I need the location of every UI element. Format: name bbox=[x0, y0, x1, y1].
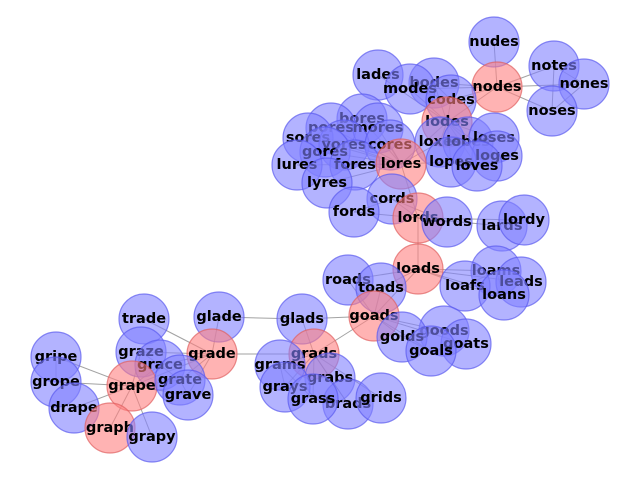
node-circle-grapy bbox=[126, 411, 178, 463]
node-grave: grave bbox=[162, 369, 214, 421]
node-nudes: nudes bbox=[468, 16, 520, 68]
node-label-words: words bbox=[422, 214, 472, 230]
node-nodes: nodes bbox=[471, 61, 523, 113]
node-grape: grape bbox=[106, 360, 158, 412]
node-graph: graph bbox=[84, 402, 136, 454]
node-label-modes: modes bbox=[383, 81, 437, 97]
node-label-lordy: lordy bbox=[503, 212, 545, 228]
node-circle-noses bbox=[526, 85, 578, 137]
node-circle-lordy bbox=[498, 194, 550, 246]
node-label-grids: grids bbox=[360, 390, 402, 406]
node-label-nodes: nodes bbox=[472, 79, 521, 95]
node-loans: loans bbox=[478, 269, 530, 321]
node-label-grape: grape bbox=[108, 378, 156, 394]
node-label-fords: fords bbox=[333, 204, 375, 220]
node-label-loafs: loafs bbox=[445, 278, 485, 294]
node-label-noses: noses bbox=[528, 103, 575, 119]
node-loafs: loafs bbox=[439, 260, 491, 312]
node-circle-loans bbox=[478, 269, 530, 321]
node-circle-fords bbox=[328, 186, 380, 238]
node-label-nones: nones bbox=[559, 76, 608, 92]
nodes-layer: nudesnotesnonesnosesnodesladesbodesmodes… bbox=[30, 16, 610, 463]
node-circle-goals bbox=[405, 325, 457, 377]
node-label-loans: loans bbox=[482, 287, 526, 303]
node-label-glade: glade bbox=[196, 309, 242, 325]
node-label-graph: graph bbox=[86, 420, 134, 436]
node-label-grapy: grapy bbox=[128, 429, 176, 445]
node-label-drape: drape bbox=[50, 400, 98, 416]
node-words: words bbox=[421, 196, 473, 248]
node-circle-grave bbox=[162, 369, 214, 421]
node-grass: grass bbox=[287, 373, 339, 425]
node-label-lores: lores bbox=[381, 156, 422, 172]
node-label-nudes: nudes bbox=[469, 34, 519, 50]
node-label-loves: loves bbox=[456, 158, 499, 174]
node-goals: goals bbox=[405, 325, 457, 377]
node-loves: loves bbox=[451, 140, 503, 192]
node-label-grave: grave bbox=[165, 387, 212, 403]
node-label-grass: grass bbox=[291, 391, 336, 407]
node-grapy: grapy bbox=[126, 411, 178, 463]
node-label-lyres: lyres bbox=[307, 175, 347, 191]
node-lordy: lordy bbox=[498, 194, 550, 246]
node-noses: noses bbox=[526, 85, 578, 137]
node-circle-grids bbox=[355, 372, 407, 424]
node-grids: grids bbox=[355, 372, 407, 424]
node-label-loads: loads bbox=[396, 261, 440, 277]
node-circle-words bbox=[421, 196, 473, 248]
node-circle-loves bbox=[451, 140, 503, 192]
node-label-goals: goals bbox=[409, 343, 453, 359]
node-label-trade: trade bbox=[122, 311, 166, 327]
node-fords: fords bbox=[328, 186, 380, 238]
node-circle-grass bbox=[287, 373, 339, 425]
node-label-grade: grade bbox=[188, 346, 236, 362]
node-label-glads: glads bbox=[280, 311, 324, 327]
